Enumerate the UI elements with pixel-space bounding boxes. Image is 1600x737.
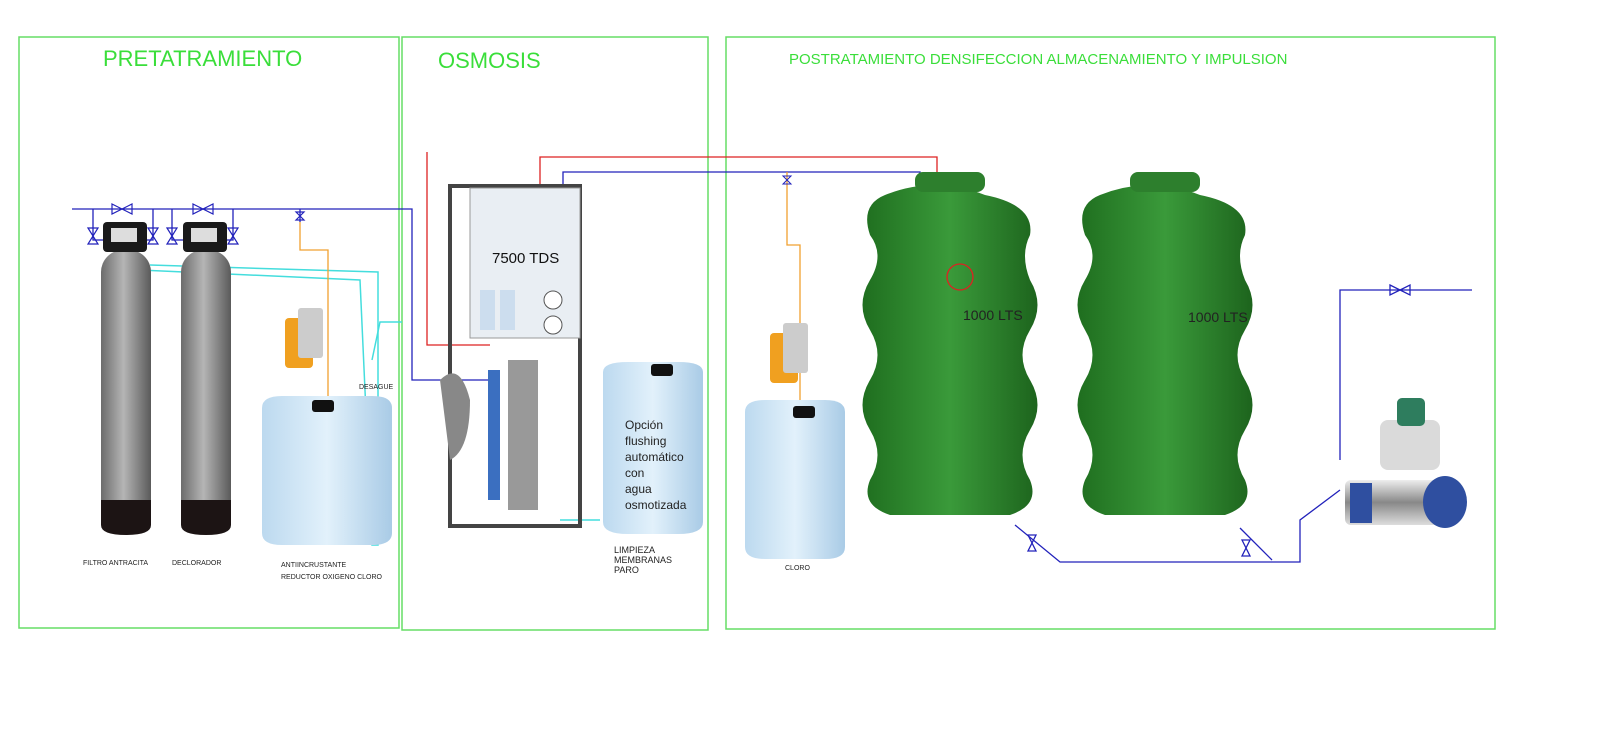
booster-pump <box>1345 398 1467 528</box>
ro-unit-label: 7500 TDS <box>492 250 559 267</box>
svg-text:PARO: PARO <box>614 565 639 575</box>
svg-text:Opción: Opción <box>625 418 663 432</box>
osmosis-frame <box>401 36 709 631</box>
antiscalant-drum <box>262 396 392 545</box>
chlorine-label: CLORO <box>785 565 810 572</box>
valve-icon <box>781 175 793 185</box>
pretreatment-frame <box>18 36 400 629</box>
svg-text:osmotizada: osmotizada <box>625 498 687 512</box>
dechlorinator-filter <box>181 222 231 535</box>
svg-text:con: con <box>625 466 644 480</box>
cleaning-label: LIMPIEZA MEMBRANAS PARO <box>614 545 672 575</box>
chlorine-dosing-pump <box>770 323 808 383</box>
osmosis-title: OSMOSIS <box>438 48 541 73</box>
ro-unit <box>440 184 582 528</box>
svg-text:LIMPIEZA: LIMPIEZA <box>614 545 655 555</box>
svg-text:agua: agua <box>625 482 652 496</box>
svg-text:MEMBRANAS: MEMBRANAS <box>614 555 672 565</box>
filter-label: FILTRO ANTRACITA <box>83 560 148 567</box>
chlorine-dosing-line <box>786 172 801 540</box>
storage-tank-1 <box>862 172 1038 515</box>
posttreatment-frame <box>725 36 1496 630</box>
dechlorinator-label: DECLORADOR <box>172 560 221 567</box>
valve-icon <box>86 203 306 245</box>
chlorine-drum <box>745 400 845 559</box>
antiscalant-label: ANTIINCRUSTANTE <box>281 562 347 569</box>
flushing-label: Opción flushing automático con agua osmo… <box>625 418 687 512</box>
tank-1-label: 1000 LTS <box>963 307 1023 323</box>
tank-2-label: 1000 LTS <box>1188 309 1248 325</box>
dosing-line <box>299 222 329 540</box>
outlet-pipe <box>1014 283 1472 563</box>
dosing-pump <box>285 308 323 368</box>
posttreatment-title: POSTRATAMIENTO DENSIFECCION ALMACENAMIEN… <box>789 51 1287 68</box>
flushing-drum <box>603 362 703 534</box>
antiscalant-label-2: REDUCTOR OXIGENO CLORO <box>281 574 383 581</box>
pretreatment-title: PRETATRAMIENTO <box>103 46 302 71</box>
svg-text:automático: automático <box>625 450 684 464</box>
anthracite-filter <box>101 222 151 535</box>
svg-text:flushing: flushing <box>625 434 666 448</box>
drain-label: DESAGUE <box>359 384 394 391</box>
storage-tank-2 <box>1077 172 1253 515</box>
